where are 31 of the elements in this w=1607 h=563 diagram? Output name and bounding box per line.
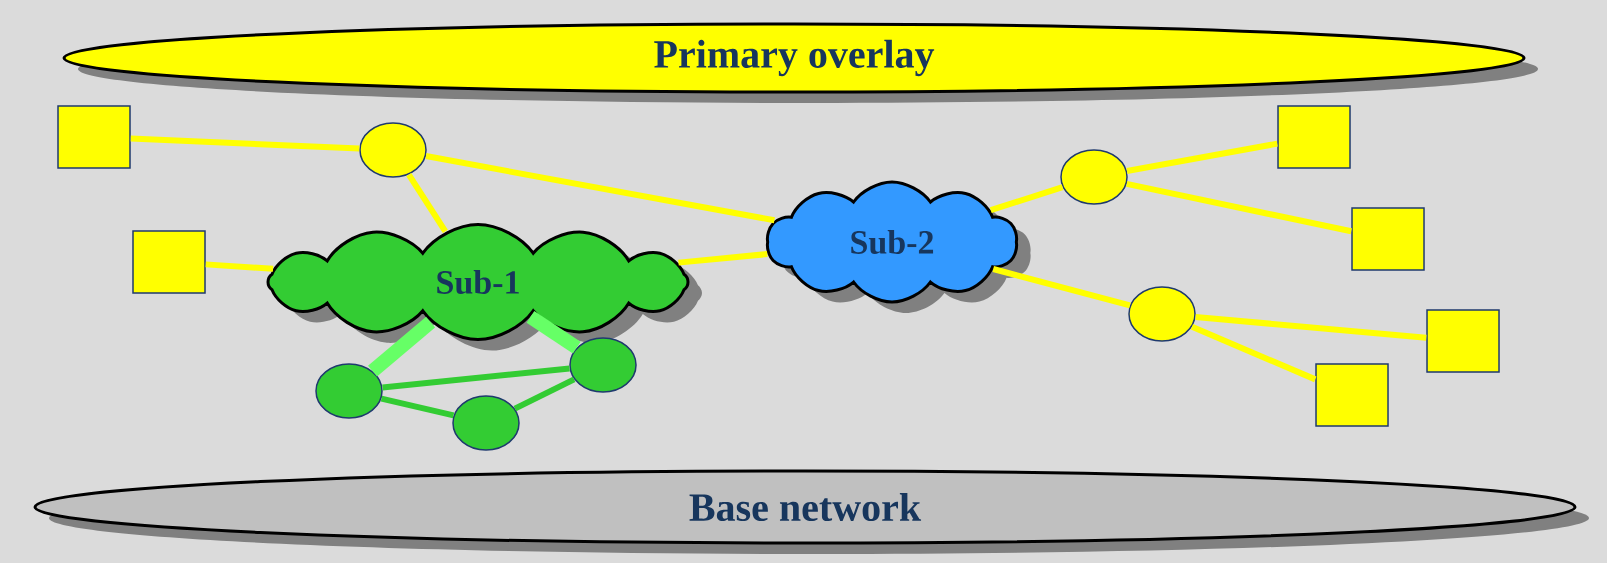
circle-node	[1128, 286, 1196, 342]
connector-line	[678, 251, 768, 266]
connector-line	[1126, 180, 1352, 235]
square-node	[1426, 309, 1500, 373]
connector-line	[992, 266, 1131, 309]
cloud: Primary overlay	[62, 22, 1526, 94]
connector-line	[205, 261, 274, 272]
connector-line	[1126, 140, 1278, 174]
cloud: Base network	[33, 469, 1577, 545]
square-node	[1315, 363, 1389, 427]
connector-line	[989, 184, 1064, 214]
connector-line	[382, 365, 570, 391]
connector-line	[406, 172, 448, 233]
connector-line	[380, 395, 455, 419]
connector-line	[1195, 314, 1427, 341]
square-node	[57, 105, 131, 169]
circle-node	[359, 122, 427, 178]
circle-node	[1060, 149, 1128, 205]
square-node	[1277, 105, 1351, 169]
connector-line	[526, 310, 581, 354]
square-node	[132, 230, 206, 294]
square-node	[1351, 207, 1425, 271]
cloud: Sub-2	[765, 180, 1019, 304]
circle-node	[569, 337, 637, 393]
circle-node	[315, 363, 383, 419]
connector-line	[130, 135, 360, 152]
connector-line	[368, 316, 436, 377]
connector-line	[513, 376, 576, 412]
connector-line	[425, 153, 775, 224]
circle-node	[452, 395, 520, 451]
connector-line	[1190, 324, 1317, 383]
